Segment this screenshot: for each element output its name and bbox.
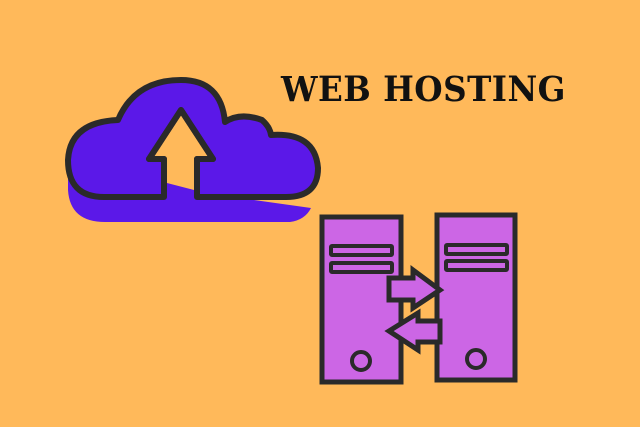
server-transfer-icon — [319, 212, 518, 385]
cloud-upload-icon — [65, 77, 321, 222]
arrow-right-icon — [386, 265, 445, 313]
right-server-icon — [434, 212, 518, 383]
arrow-left-icon — [384, 308, 443, 355]
banner-title: WEB HOSTING — [281, 69, 566, 110]
